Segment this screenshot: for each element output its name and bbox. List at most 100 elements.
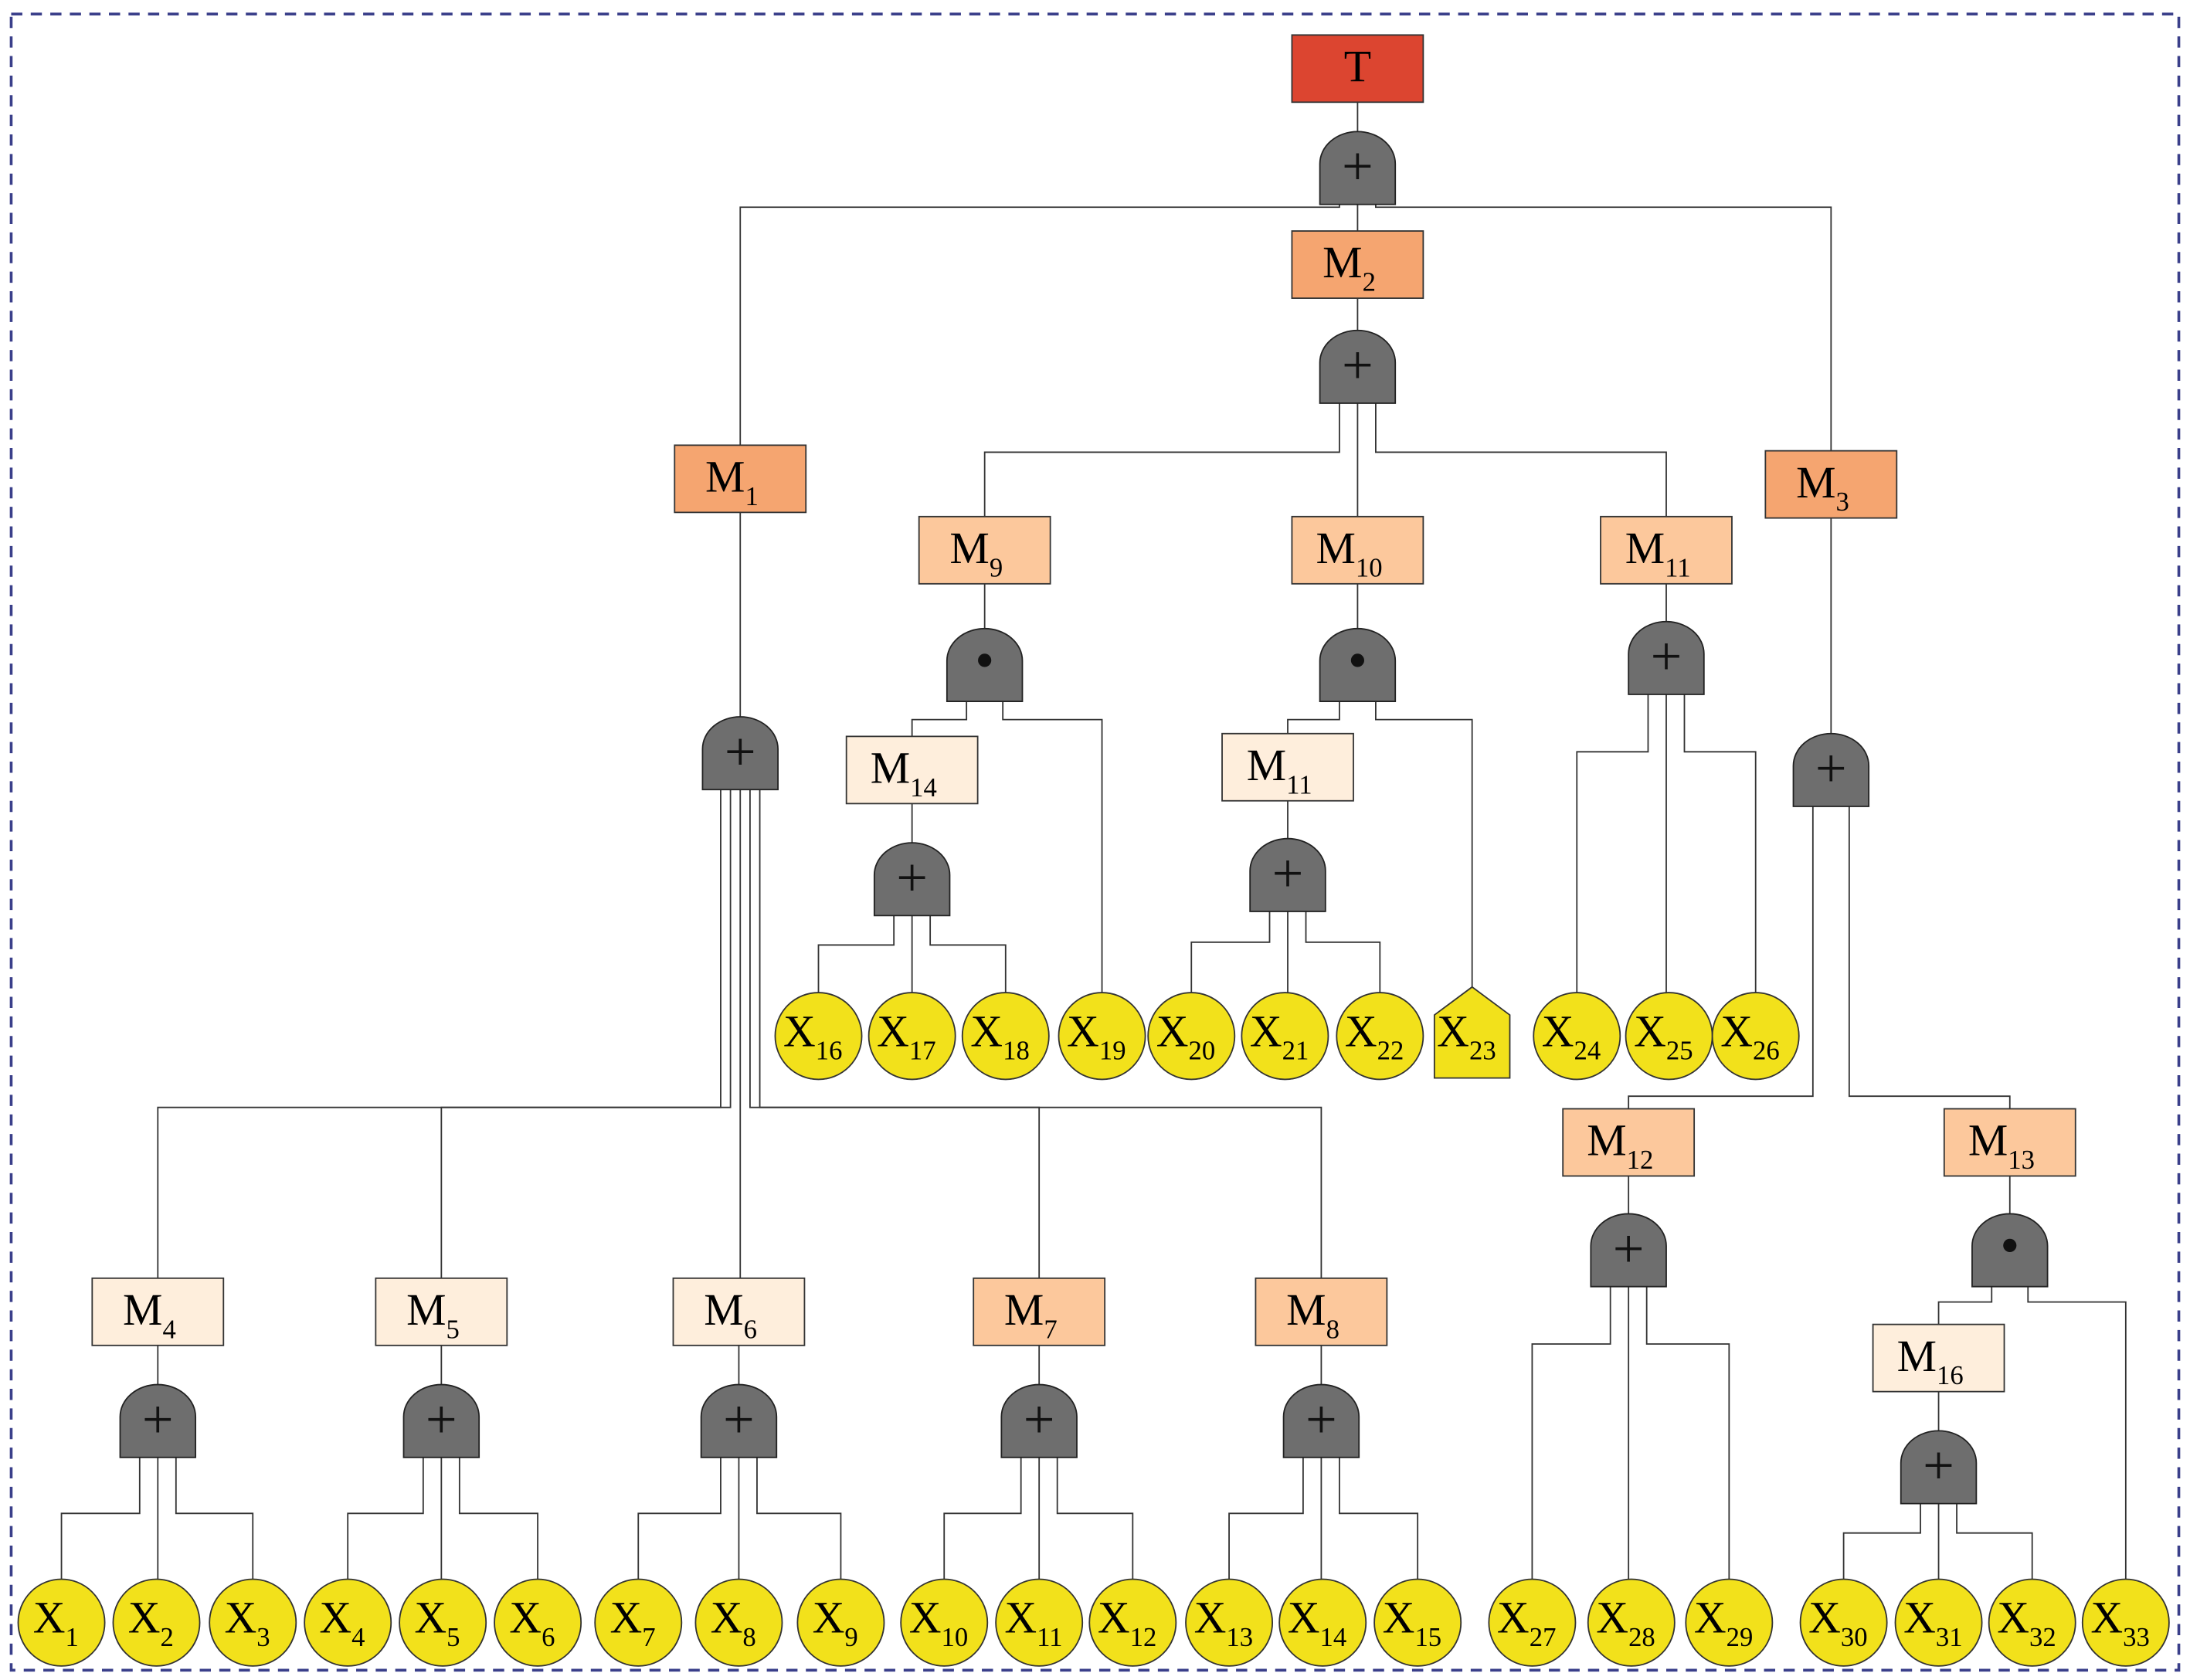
gate-symbol: • (975, 629, 994, 691)
label-subscript: 13 (1226, 1622, 1253, 1652)
connector-line (1937, 1286, 1993, 1325)
connector-line (157, 789, 722, 1278)
basic-event-x24[interactable]: X24 (1533, 992, 1621, 1081)
event-box (1872, 1323, 2005, 1393)
basic-event-x18[interactable]: X18 (961, 992, 1050, 1081)
event-m13[interactable]: M13 (1943, 1108, 2076, 1177)
or-gate-g12: + (1590, 1213, 1667, 1288)
event-label: X30 (1808, 1593, 1867, 1652)
basic-event-x22[interactable]: X22 (1336, 992, 1424, 1081)
event-m8[interactable]: M8 (1255, 1277, 1388, 1346)
event-m11b[interactable]: M11 (1221, 732, 1354, 802)
label-base: X (1808, 1593, 1841, 1643)
basic-event-x3[interactable]: X3 (209, 1578, 297, 1667)
event-m3[interactable]: M3 (1764, 450, 1898, 519)
basic-event-x12[interactable]: X12 (1088, 1578, 1177, 1667)
gate-symbol: + (1024, 1387, 1055, 1450)
event-box (674, 444, 807, 514)
event-m9[interactable]: M9 (918, 515, 1051, 585)
event-label: X7 (609, 1593, 655, 1652)
basic-event-x7[interactable]: X7 (594, 1578, 683, 1667)
basic-event-x30[interactable]: X30 (1799, 1578, 1888, 1667)
label-base: X (1250, 1006, 1282, 1056)
basic-event-x26[interactable]: X26 (1711, 992, 1800, 1081)
event-m5[interactable]: M5 (375, 1277, 508, 1346)
basic-event-x10[interactable]: X10 (900, 1578, 989, 1667)
connector-line (175, 1457, 254, 1580)
event-m1[interactable]: M1 (674, 444, 807, 514)
basic-event-x17[interactable]: X17 (868, 992, 956, 1081)
basic-event-x4[interactable]: X4 (304, 1578, 392, 1667)
label-base: X (1634, 1006, 1666, 1056)
basic-event-circle (304, 1578, 392, 1667)
label-base: X (509, 1593, 542, 1643)
basic-event-x23[interactable]: X23 (1433, 986, 1511, 1079)
event-m7[interactable]: M7 (973, 1277, 1106, 1346)
basic-event-x9[interactable]: X9 (796, 1578, 885, 1667)
event-m14[interactable]: M14 (845, 735, 979, 805)
event-box (1943, 1108, 2076, 1177)
event-m6[interactable]: M6 (672, 1277, 806, 1346)
event-t[interactable]: T (1291, 34, 1424, 104)
event-label: X5 (414, 1593, 460, 1652)
basic-event-x11[interactable]: X11 (995, 1578, 1084, 1667)
label-subscript: 9 (844, 1622, 857, 1652)
label-base: M (406, 1285, 446, 1335)
label-base: X (1997, 1593, 2029, 1643)
basic-event-circle (594, 1578, 683, 1667)
basic-event-x29[interactable]: X29 (1685, 1578, 1774, 1667)
basic-event-circle (1241, 992, 1329, 1081)
event-m2[interactable]: M2 (1291, 230, 1424, 299)
event-m12[interactable]: M12 (1562, 1108, 1696, 1177)
basic-event-x16[interactable]: X16 (774, 992, 863, 1081)
basic-event-x13[interactable]: X13 (1185, 1578, 1274, 1667)
or-gate-icon (700, 1383, 778, 1458)
basic-event-circle (995, 1578, 1084, 1667)
event-box (375, 1277, 508, 1346)
basic-event-circle (1587, 1578, 1676, 1667)
event-m10[interactable]: M10 (1291, 515, 1424, 585)
basic-event-x21[interactable]: X21 (1241, 992, 1329, 1081)
basic-event-x19[interactable]: X19 (1058, 992, 1146, 1081)
connector-line (440, 789, 732, 1278)
basic-event-x27[interactable]: X27 (1488, 1578, 1577, 1667)
gate-symbol: + (1342, 134, 1373, 197)
basic-event-x31[interactable]: X31 (1894, 1578, 1983, 1667)
basic-event-x2[interactable]: X2 (112, 1578, 201, 1667)
label-base: M (1968, 1115, 2008, 1166)
event-label: M13 (1968, 1115, 2035, 1175)
connector-line (1056, 1457, 1134, 1580)
label-subscript: 17 (909, 1036, 936, 1066)
label-subscript: 2 (1363, 267, 1376, 297)
basic-event-x32[interactable]: X32 (1988, 1578, 2076, 1667)
event-label: X6 (509, 1593, 555, 1652)
event-label: X14 (1288, 1593, 1346, 1652)
connector-line (817, 915, 895, 993)
event-label: X1 (33, 1593, 79, 1652)
basic-event-x33[interactable]: X33 (2081, 1578, 2170, 1667)
basic-event-x14[interactable]: X14 (1278, 1578, 1367, 1667)
event-label: X3 (224, 1593, 270, 1652)
event-label: M7 (1004, 1285, 1058, 1344)
basic-event-circle (900, 1578, 989, 1667)
label-base: M (1286, 1285, 1326, 1335)
basic-event-x1[interactable]: X1 (17, 1578, 106, 1667)
event-m4[interactable]: M4 (91, 1277, 225, 1346)
event-label: X19 (1067, 1006, 1126, 1065)
basic-event-circle (1147, 992, 1236, 1081)
basic-event-x6[interactable]: X6 (494, 1578, 582, 1667)
event-m16[interactable]: M16 (1872, 1323, 2005, 1393)
basic-event-x8[interactable]: X8 (694, 1578, 783, 1667)
basic-event-x28[interactable]: X28 (1587, 1578, 1676, 1667)
basic-event-circle (796, 1578, 885, 1667)
basic-event-x25[interactable]: X25 (1625, 992, 1713, 1081)
basic-event-x5[interactable]: X5 (399, 1578, 487, 1667)
label-base: M (1316, 523, 1355, 573)
basic-event-x20[interactable]: X20 (1147, 992, 1236, 1081)
gate-symbol: + (896, 846, 928, 908)
label-base: X (319, 1593, 351, 1643)
or-gate-g11: + (1628, 620, 1705, 695)
event-m11[interactable]: M11 (1600, 515, 1733, 585)
basic-event-x15[interactable]: X15 (1373, 1578, 1462, 1667)
